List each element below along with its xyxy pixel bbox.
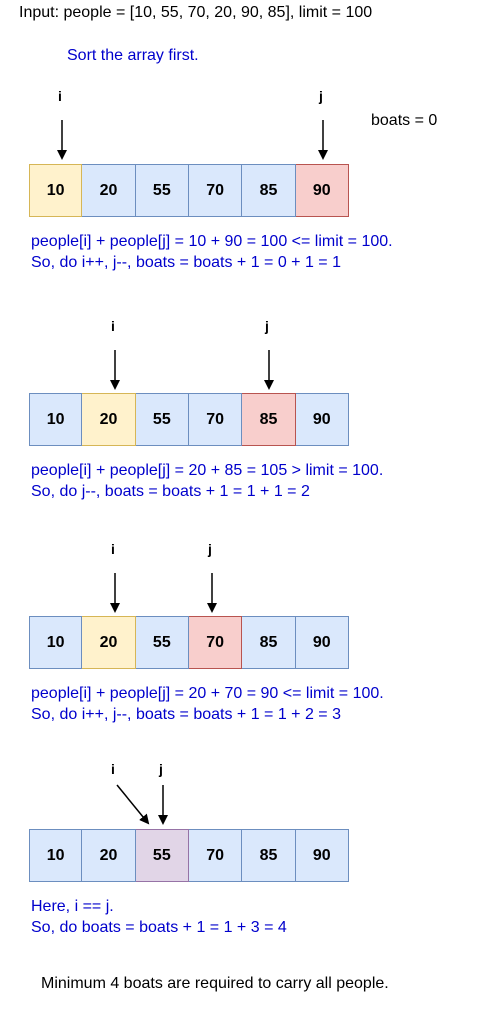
pointer-j-label-step3: j	[208, 541, 212, 557]
array-cell: 90	[295, 829, 349, 882]
array-cell: 55	[135, 829, 189, 882]
array-cell: 90	[295, 393, 349, 446]
summary-footer: Minimum 4 boats are required to carry al…	[41, 975, 389, 992]
array-cell: 85	[242, 829, 296, 882]
array-cell: 20	[82, 164, 136, 217]
array-cell: 70	[188, 164, 243, 217]
array-cell: 20	[82, 393, 136, 446]
array-cell: 10	[29, 829, 83, 882]
pointer-i-label-step3: i	[111, 541, 115, 557]
array-row-step3: 10 20 55 70 85 90	[29, 616, 349, 669]
array-cell: 10	[29, 164, 83, 217]
pointer-i-label-step2: i	[111, 318, 115, 334]
array-cell: 55	[135, 616, 189, 669]
arrow-i-step4	[116, 784, 150, 825]
step4-explanation-line1: Here, i == j.	[31, 898, 114, 915]
array-cell: 55	[135, 164, 189, 217]
array-cell: 85	[242, 616, 296, 669]
step3-explanation-line2: So, do i++, j--, boats = boats + 1 = 1 +…	[31, 706, 341, 723]
problem-input-title: Input: people = [10, 55, 70, 20, 90, 85]…	[19, 4, 373, 21]
array-cell: 10	[29, 393, 83, 446]
array-cell: 20	[82, 829, 136, 882]
pointer-j-label-step1: j	[319, 88, 323, 104]
array-row-step2: 10 20 55 70 85 90	[29, 393, 349, 446]
step4-explanation-line2: So, do boats = boats + 1 = 1 + 3 = 4	[31, 919, 287, 936]
array-cell: 85	[242, 393, 296, 446]
array-row-step1: 10 20 55 70 85 90	[29, 164, 349, 217]
pointer-j-label-step2: j	[265, 318, 269, 334]
array-cell: 55	[135, 393, 189, 446]
array-row-step4: 10 20 55 70 85 90	[29, 829, 349, 882]
array-cell: 90	[295, 164, 349, 217]
pointer-i-label-step1: i	[58, 88, 62, 104]
array-cell: 70	[188, 829, 243, 882]
boats-initial-label: boats = 0	[371, 112, 438, 129]
array-cell: 90	[295, 616, 349, 669]
step1-explanation-line2: So, do i++, j--, boats = boats + 1 = 0 +…	[31, 254, 341, 271]
step1-explanation-line1: people[i] + people[j] = 10 + 90 = 100 <=…	[31, 233, 393, 250]
array-cell: 70	[188, 616, 243, 669]
step2-explanation-line1: people[i] + people[j] = 20 + 85 = 105 > …	[31, 462, 384, 479]
array-cell: 20	[82, 616, 136, 669]
array-cell: 70	[188, 393, 243, 446]
array-cell: 85	[242, 164, 296, 217]
sort-note: Sort the array first.	[67, 47, 199, 64]
pointer-i-label-step4: i	[111, 761, 115, 777]
step2-explanation-line2: So, do j--, boats = boats + 1 = 1 + 1 = …	[31, 483, 310, 500]
array-cell: 10	[29, 616, 83, 669]
pointer-j-label-step4: j	[159, 761, 163, 777]
step3-explanation-line1: people[i] + people[j] = 20 + 70 = 90 <= …	[31, 685, 384, 702]
